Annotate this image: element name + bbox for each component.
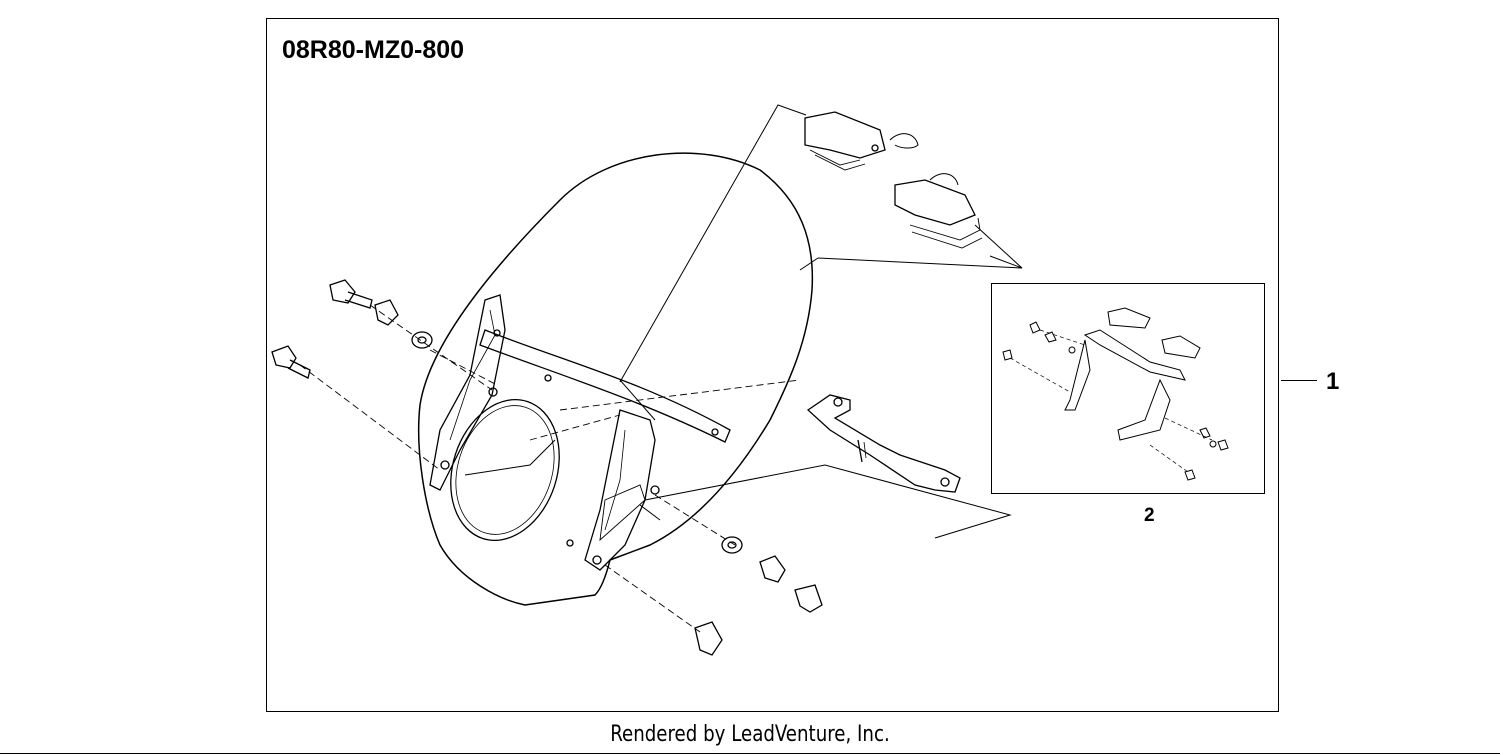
callout-2-label: 2 xyxy=(1144,505,1155,526)
lower-right-fasteners xyxy=(694,536,823,656)
left-stay-bracket xyxy=(429,294,506,491)
mounting-stay xyxy=(806,394,961,493)
lower-clamp-bracket xyxy=(894,173,983,249)
cross-brace xyxy=(479,329,731,443)
right-stay-bracket xyxy=(566,409,660,571)
group-lines xyxy=(464,104,1023,539)
windscreen-part xyxy=(417,152,814,606)
bottom-rule xyxy=(0,753,1500,754)
footer-credit: Rendered by LeadVenture, Inc. xyxy=(610,722,890,747)
part-number-label: 08R80-MZ0-800 xyxy=(282,36,465,64)
inset-assembly-thumbnail xyxy=(1002,307,1229,481)
upper-left-fasteners xyxy=(329,279,433,349)
callout-1-leader-line xyxy=(1281,380,1317,381)
inset-frame xyxy=(991,283,1265,494)
diagram-frame xyxy=(266,18,1279,712)
upper-clamp-bracket xyxy=(804,111,919,171)
assembly-leader-lines xyxy=(299,304,801,633)
callout-1-label: 1 xyxy=(1326,368,1340,395)
left-long-bolt xyxy=(271,345,311,379)
